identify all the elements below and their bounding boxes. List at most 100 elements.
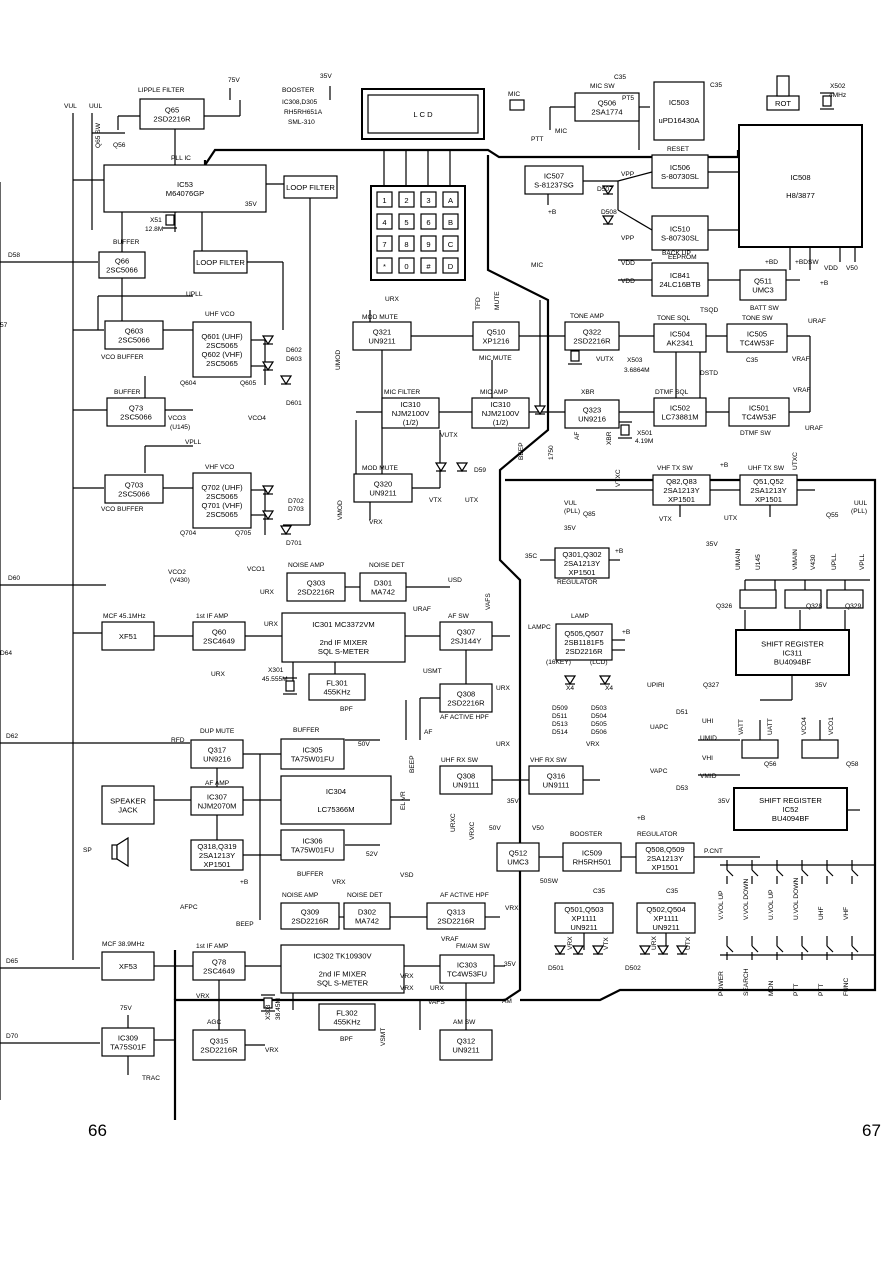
net-label-upiri: UPIRI [647, 682, 665, 689]
block-q308h-line: Q308 [457, 690, 476, 699]
net-label-urx5: URX [496, 685, 511, 692]
net-label-d60: D60 [8, 575, 20, 582]
svg-text:5: 5 [404, 218, 408, 227]
block-loopfilt1: LOOP FILTER [283, 175, 338, 199]
net-label-vatt: VATT [738, 719, 745, 735]
block-xf51: XF51 [101, 621, 155, 651]
net-label-plusb5: +B [622, 629, 631, 636]
block-q307-line: Q307 [457, 628, 476, 637]
block-ic307-line: NJM2070M [198, 802, 237, 811]
block-q603-line: 2SC5066 [118, 336, 150, 345]
net-label-vulpll2: (PLL) [564, 508, 580, 515]
net-label-vco4b: VCO4 [801, 717, 808, 735]
svg-text:V.VOL DOWN: V.VOL DOWN [743, 878, 750, 920]
block-rot-line: ROT [775, 99, 791, 108]
block-q303-line: Q303 [307, 579, 326, 588]
net-label-vrx2: VRX [586, 741, 600, 748]
net-label-q65sw: Q65 SW [95, 122, 102, 148]
net-label-afamp: AF AMP [205, 780, 230, 787]
net-label-reset: RESET [667, 146, 689, 153]
svg-text:POWER: POWER [718, 971, 725, 996]
net-label-vpp2: VPP [621, 235, 635, 242]
net-label-q705: Q705 [235, 530, 251, 537]
net-label-ptt: PTT [531, 136, 543, 143]
net-label-buffer4: BUFFER [297, 871, 324, 878]
net-label-vafs2: VAFS [428, 999, 445, 1006]
net-label-u145: (U145) [170, 424, 190, 431]
block-ic52-line: BU4094BF [772, 814, 810, 823]
block-q60-line: 2SC4649 [203, 637, 235, 646]
page-number-right: 67 [862, 1121, 881, 1140]
block-ic503-line: uPD16430A [659, 116, 701, 125]
net-label-vraf2: VRAF [793, 387, 811, 394]
net-label-afsw: AF SW [448, 613, 470, 620]
block-xf53: XF53 [101, 951, 155, 981]
block-ic310b-line: IC310 [490, 400, 510, 409]
switch-5: VHF [843, 860, 859, 920]
net-label-v35d: 35V [706, 541, 718, 548]
net-label-d65: D65 [6, 958, 18, 965]
net-label-rh5: RH5RH651A [284, 109, 323, 116]
block-q320-line: Q320 [374, 480, 393, 489]
net-label-d53: D53 [676, 785, 688, 792]
net-label-plusb1: +B [548, 209, 557, 216]
net-label-d506: D506 [591, 729, 607, 736]
net-label-x503: X503 [627, 357, 643, 364]
net-label-regulator2: REGULATOR [637, 831, 678, 838]
block-ic307-line: IC307 [207, 793, 227, 802]
block-q60x-line: Q601 (UHF) [201, 332, 243, 341]
net-label-vrxled: VRX [567, 936, 574, 950]
block-q70x-line: Q701 (VHF) [202, 501, 243, 510]
net-label-dtmfsql: DTMF SQL [655, 389, 689, 396]
block-q505-line: 2SB1181F5 [564, 638, 604, 647]
net-label-vtx2: VTX [659, 516, 672, 523]
net-label-modmute2: MOD MUTE [362, 465, 398, 472]
net-label-v35b: 35V [245, 201, 257, 208]
net-label-vrx8: VRX [265, 1047, 279, 1054]
block-xf51-line: XF51 [119, 632, 137, 641]
block-rot: ROT [766, 95, 800, 111]
net-label-x51f: 12.8M [145, 226, 163, 233]
net-label-vhfvco: VHF VCO [205, 464, 234, 471]
net-label-d513: D513 [552, 721, 568, 728]
net-label-vapc: VAPC [650, 768, 668, 775]
wiring [0, 86, 877, 1120]
block-q73-line: 2SC5066 [120, 413, 152, 422]
net-label-tonesw: TONE SW [742, 315, 773, 322]
svg-text:UHF: UHF [818, 906, 825, 920]
block-ic303-line: IC303 [457, 961, 477, 970]
block-ic301-line: IC301 MC3372VM [312, 620, 374, 629]
svg-text:0: 0 [404, 262, 408, 271]
net-label-v35c: 35V [564, 525, 576, 532]
net-label-noiseamp2: NOISE AMP [282, 892, 319, 899]
net-label-tsqd: TSQD [700, 307, 719, 314]
net-label-uul: UUL [89, 103, 103, 110]
net-label-vdd3: VDD [824, 265, 838, 272]
block-ic841-line: 24LC16BTB [659, 280, 700, 289]
net-label-am1: AM [502, 998, 512, 1005]
svg-text:PTT: PTT [793, 984, 800, 996]
net-label-vmain: VMAIN [792, 549, 799, 570]
net-label-urxled: URX [651, 935, 658, 950]
net-label-utxled: UTX [685, 936, 692, 950]
net-label-lcdp: (LCD) [590, 659, 608, 666]
switch-10: PTT [818, 936, 834, 996]
keypad-key: 1 [376, 191, 393, 208]
